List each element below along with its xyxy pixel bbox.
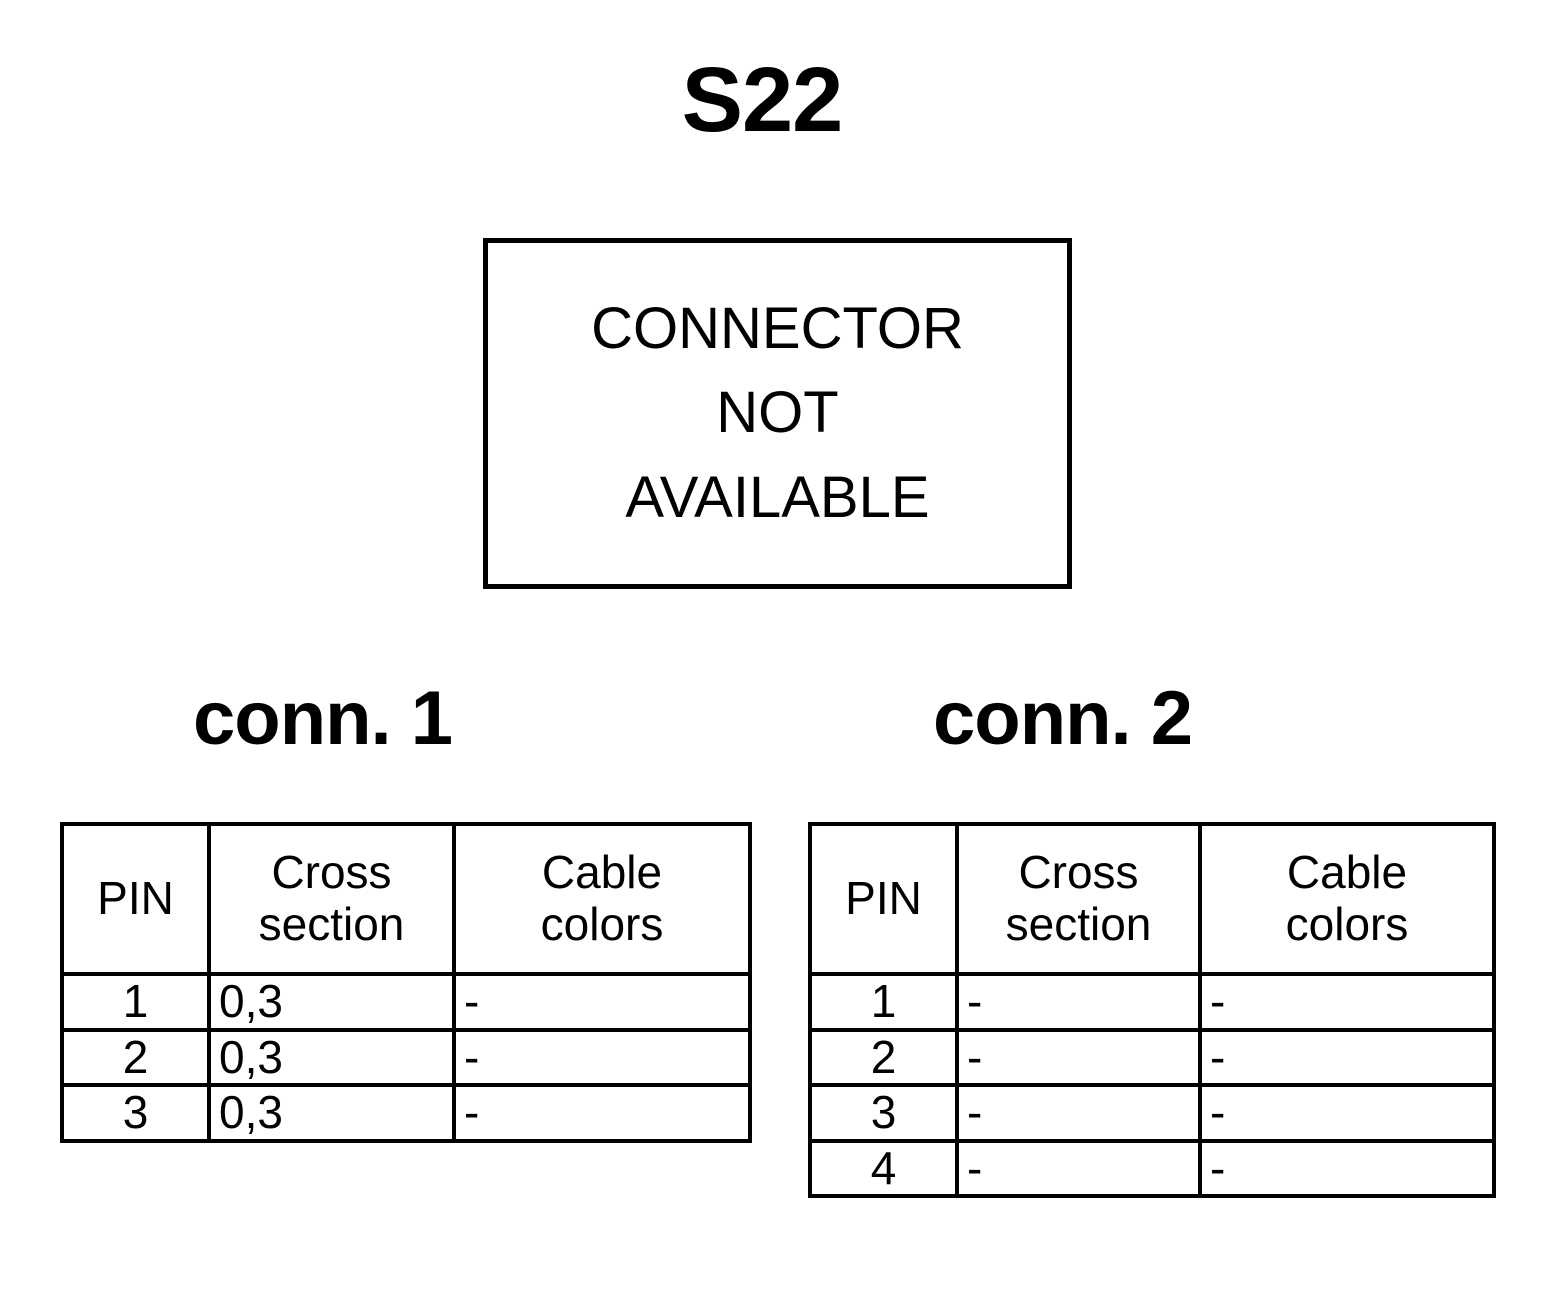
column-header-cable-colors-line-1: Cable [541, 846, 663, 899]
cell-cross-section: - [955, 1083, 1202, 1143]
cell-cable-colors: - [1198, 1138, 1496, 1199]
cell-cross-section: - [955, 972, 1202, 1032]
cell-cable-colors: - [452, 972, 752, 1032]
connector-box-line-1: CONNECTOR [591, 296, 964, 362]
column-header-pin-text: PIN [845, 872, 922, 925]
cell-pin: 4 [808, 1138, 959, 1199]
column-header-cross-section: Cross section [207, 822, 456, 976]
column-header-cable-colors-line-2: colors [1285, 898, 1409, 950]
pin-table-conn-2: PIN Cross section Cable colors 1 - - 2 -… [808, 822, 1496, 1199]
column-header-cross-section-line-2: section [258, 898, 405, 950]
column-header-cable-colors: Cable colors [452, 822, 752, 976]
cell-pin: 3 [60, 1083, 211, 1143]
cell-pin: 1 [60, 972, 211, 1032]
column-header-cross-section-line-1: Cross [271, 846, 392, 899]
connector-box-line-3: AVAILABLE [625, 464, 930, 530]
cell-cross-section: 0,3 [207, 1027, 456, 1088]
table-header-row: PIN Cross section Cable colors [60, 822, 752, 976]
table-row: 3 0,3 - [60, 1083, 752, 1143]
column-header-pin: PIN [808, 822, 959, 976]
table-row: 1 0,3 - [60, 972, 752, 1032]
column-header-cable-colors: Cable colors [1198, 822, 1496, 976]
connector-not-available-box: CONNECTOR NOT AVAILABLE [483, 238, 1072, 589]
cell-pin: 2 [808, 1027, 959, 1088]
conn-2-label: conn. 2 [933, 676, 1193, 761]
cell-cross-section: 0,3 [207, 1083, 456, 1143]
connector-box-line-2: NOT [716, 380, 839, 446]
table-row: 2 0,3 - [60, 1027, 752, 1088]
conn-1-label: conn. 1 [193, 676, 453, 761]
cell-cable-colors: - [452, 1083, 752, 1143]
table-row: 3 - - [808, 1083, 1496, 1143]
column-header-cross-section-line-1: Cross [1018, 846, 1139, 899]
cell-pin: 1 [808, 972, 959, 1032]
column-header-pin-text: PIN [97, 872, 174, 925]
pin-table-conn-1: PIN Cross section Cable colors 1 0,3 - 2… [60, 822, 752, 1143]
cell-cable-colors: - [452, 1027, 752, 1088]
column-header-cable-colors-line-1: Cable [1286, 846, 1408, 899]
table-header-row: PIN Cross section Cable colors [808, 822, 1496, 976]
cell-cross-section: - [955, 1138, 1202, 1199]
cell-cable-colors: - [1198, 972, 1496, 1032]
column-header-cross-section: Cross section [955, 822, 1202, 976]
cell-cable-colors: - [1198, 1027, 1496, 1088]
cell-cable-colors: - [1198, 1083, 1496, 1143]
column-header-cross-section-line-2: section [1005, 898, 1152, 950]
page-title: S22 [681, 49, 844, 151]
cell-pin: 2 [60, 1027, 211, 1088]
column-header-pin: PIN [60, 822, 211, 976]
column-header-cable-colors-line-2: colors [540, 898, 664, 950]
cell-cross-section: - [955, 1027, 1202, 1088]
table-row: 2 - - [808, 1027, 1496, 1088]
cell-pin: 3 [808, 1083, 959, 1143]
table-row: 1 - - [808, 972, 1496, 1032]
table-row: 4 - - [808, 1138, 1496, 1199]
cell-cross-section: 0,3 [207, 972, 456, 1032]
